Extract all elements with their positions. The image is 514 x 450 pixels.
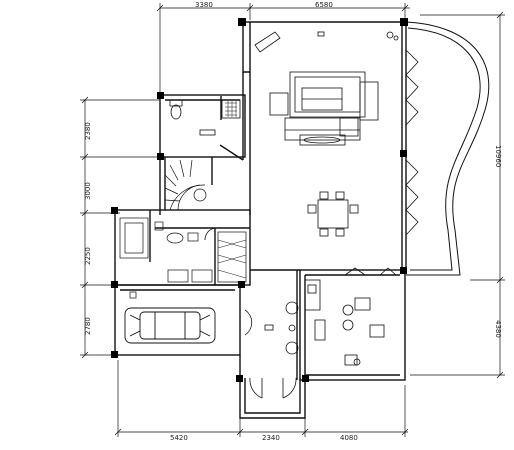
dining-table bbox=[307, 191, 359, 237]
dimension-lines bbox=[80, 3, 505, 437]
hall-chairs bbox=[264, 301, 299, 355]
car bbox=[124, 307, 216, 344]
dimension-labels: 3380 6580 10960 4380 2380 3000 2250 2780… bbox=[84, 1, 502, 442]
dim-right-total: 10960 bbox=[494, 145, 502, 167]
dim-bottom-2: 2340 bbox=[262, 434, 280, 442]
closet-fixtures bbox=[119, 217, 247, 299]
dim-top-left: 3380 bbox=[195, 1, 213, 9]
dim-left-4: 2780 bbox=[84, 317, 92, 335]
folding-windows bbox=[405, 49, 419, 236]
sofa-set bbox=[269, 71, 379, 146]
dim-left-3: 2250 bbox=[84, 247, 92, 265]
spiral-stair bbox=[164, 159, 207, 211]
dim-left-2: 3000 bbox=[84, 182, 92, 200]
dim-right-lower: 4380 bbox=[494, 320, 502, 338]
doors bbox=[204, 227, 397, 399]
dim-bottom-1: 5420 bbox=[170, 434, 188, 442]
kitchen-fixtures bbox=[304, 279, 385, 366]
dim-left-1: 2380 bbox=[84, 122, 92, 140]
desk bbox=[254, 31, 399, 53]
columns bbox=[111, 18, 408, 382]
exterior-walls bbox=[114, 21, 407, 419]
dim-top-right: 6580 bbox=[315, 1, 333, 9]
curved-balcony bbox=[404, 21, 490, 276]
dim-bottom-3: 4080 bbox=[340, 434, 358, 442]
bathroom-fixtures bbox=[169, 99, 241, 136]
